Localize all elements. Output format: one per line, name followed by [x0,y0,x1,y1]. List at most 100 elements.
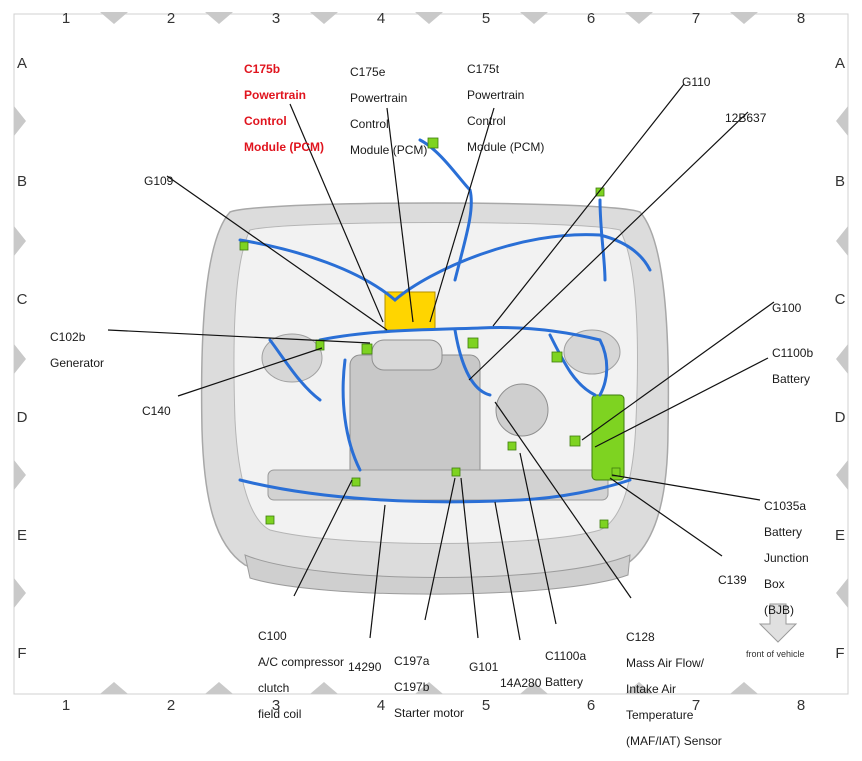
grid-row-b-right: B [834,173,845,190]
callout-line: C1035a [764,499,807,513]
callout-c175t-pcm: C175t Powertrain Control Module (PCM) [467,50,544,167]
grid-row-c-right: C [834,291,846,308]
grid-col-8-top: 8 [796,10,806,27]
grid-col-4-bottom: 4 [376,697,386,714]
callout-g110: G110 [682,63,710,102]
grid-left-markers [14,106,26,608]
callout-line: G101 [469,660,499,674]
grid-row-e-left: E [16,527,27,544]
callout-c128-maf-iat-sensor: C128 Mass Air Flow/ Intake Air Temperatu… [626,618,722,761]
callout-line: G109 [144,174,174,188]
callout-line: C139 [718,573,747,587]
grid-col-5-top: 5 [481,10,491,27]
grid-col-2-top: 2 [166,10,176,27]
grid-col-7-bottom: 7 [691,697,701,714]
callout-line: C1100a [545,649,587,663]
callout-line: Battery [545,675,584,689]
callout-line: C175e [350,65,386,79]
callout-line: C1100b [772,346,814,360]
callout-line: Box [764,577,785,591]
grid-row-d-right: D [834,409,846,426]
callout-c102b-generator: C102b Generator [50,318,104,383]
grid-row-a-left: A [16,55,27,72]
callout-c1100a-battery: C1100a Battery [545,637,586,702]
grid-top-markers [100,12,758,24]
grid-col-2-bottom: 2 [166,697,176,714]
callout-line: G100 [772,301,802,315]
callout-g101: G101 [469,648,498,687]
callout-line: Junction [764,551,809,565]
callout-line: C175b [244,62,281,76]
callout-line: Powertrain [350,91,408,105]
callout-line: Battery [772,372,811,386]
grid-col-3-bottom: 3 [271,697,281,714]
callout-line: C102b [50,330,86,344]
grid-right-markers [836,106,848,608]
callout-line: C197a [394,654,430,668]
callout-12b637: 12B637 [725,99,766,138]
callout-c139: C139 [718,561,747,600]
grid-col-8-bottom: 8 [796,697,806,714]
callout-line: 12B637 [725,111,767,125]
callout-line: C197b [394,680,430,694]
grid-row-a-right: A [834,55,845,72]
callout-line: 14A280 [500,676,542,690]
callout-c1100b-battery: C1100b Battery [772,334,813,399]
callout-g109: G109 [144,162,173,201]
callout-line: G110 [682,75,711,89]
callout-c197-starter-motor: C197a C197b Starter motor [394,642,464,733]
grid-row-b-left: B [16,173,27,190]
callout-line: Powertrain [467,88,525,102]
battery-junction-box [591,394,625,481]
callout-line: field coil [258,707,302,721]
grid-row-d-left: D [16,409,28,426]
grid-row-c-left: C [16,291,28,308]
grid-bottom-markers [100,682,758,694]
front-of-vehicle-label: front of vehicle [746,649,805,659]
callout-c175b-pcm: C175b Powertrain Control Module (PCM) [244,50,324,167]
callout-line: 14290 [348,660,382,674]
callout-line: C128 [626,630,655,644]
callout-line: Module (PCM) [467,140,545,154]
grid-row-f-left: F [17,645,27,662]
callout-line: Generator [50,356,105,370]
callout-line: Temperature [626,708,694,722]
callout-c100-ac-compressor: C100 A/C compressor clutch field coil [258,617,344,734]
grid-col-6-top: 6 [586,10,596,27]
callout-line: Battery [764,525,803,539]
callout-14a280: 14A280 [500,664,541,703]
callout-line: Control [244,114,287,128]
callout-line: C140 [142,404,171,418]
grid-col-4-top: 4 [376,10,386,27]
callout-line: Starter motor [394,706,465,720]
leader-lines [107,83,775,641]
callout-line: Intake Air [626,682,677,696]
callout-line: C175t [467,62,500,76]
connectors [239,137,621,529]
callout-line: A/C compressor [258,655,345,669]
callout-line: Module (PCM) [350,143,428,157]
grid-col-6-bottom: 6 [586,697,596,714]
callout-c175e-pcm: C175e Powertrain Control Module (PCM) [350,53,427,170]
vehicle-body [200,202,670,595]
callout-line: Mass Air Flow/ [626,656,705,670]
callout-c1035a-bjb: C1035a Battery Junction Box (BJB) [764,487,809,630]
grid-col-3-top: 3 [271,10,281,27]
callout-line: (BJB) [764,603,794,617]
callout-line: Control [467,114,506,128]
callout-line: (MAF/IAT) Sensor [626,734,722,748]
grid-col-1-bottom: 1 [61,697,71,714]
callout-line: Powertrain [244,88,307,102]
callout-14290: 14290 [348,648,381,687]
callout-g100: G100 [772,289,801,328]
grid-col-1-top: 1 [61,10,71,27]
grid-col-5-bottom: 5 [481,697,491,714]
grid-row-f-right: F [835,645,845,662]
grid-row-e-right: E [834,527,845,544]
callout-line: Module (PCM) [244,140,324,154]
wiring-diagram [13,12,849,695]
front-of-vehicle-arrow-icon [758,603,798,643]
callout-line: clutch [258,681,290,695]
callout-line: Control [350,117,389,131]
grid-col-7-top: 7 [691,10,701,27]
